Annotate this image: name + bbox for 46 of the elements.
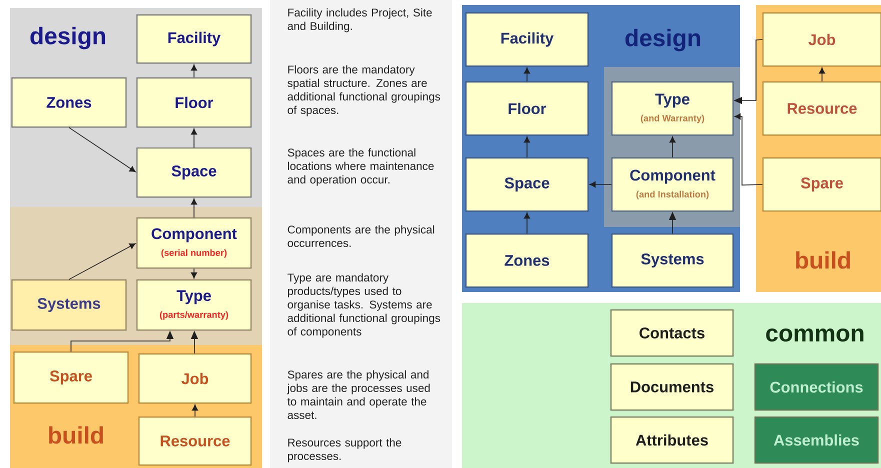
arrow bbox=[734, 113, 763, 186]
description-text: Type are mandatory products/types used to organise tasks. Systems are additional functional groupings of components bbox=[288, 273, 440, 338]
description-text: Resources support the processes. bbox=[288, 438, 402, 462]
arrow bbox=[524, 136, 530, 158]
entity-box: Component (and Installation) bbox=[611, 157, 734, 212]
description-text: Spaces are the functional locations where maintenance and operation occur. bbox=[288, 148, 434, 186]
entity-box: Component (serial number) bbox=[136, 217, 252, 269]
entity-box: Contacts bbox=[610, 309, 734, 357]
arrow bbox=[68, 127, 136, 172]
entity-box: Space bbox=[136, 147, 252, 198]
entity-box: Floor bbox=[465, 81, 589, 136]
entity-box: Job bbox=[762, 12, 881, 67]
entity-box: Floor bbox=[136, 77, 252, 128]
entity-box: Connections bbox=[754, 363, 879, 411]
arrow bbox=[190, 64, 198, 78]
entity-box: Attributes bbox=[610, 416, 734, 464]
arrow bbox=[190, 198, 198, 218]
description-text: Floors are the mandatory spatial structure. Zones are additional functional groupings of spaces. bbox=[288, 65, 440, 116]
arrow bbox=[190, 268, 198, 279]
arrow bbox=[524, 67, 530, 82]
arrow bbox=[669, 136, 676, 158]
entity-box: Resource bbox=[762, 81, 881, 136]
arrow bbox=[818, 67, 826, 82]
description-text: Facility includes Project, Site and Building. bbox=[288, 8, 432, 32]
entity-box: Documents bbox=[610, 363, 734, 411]
entity-box: Systems bbox=[11, 279, 127, 331]
entity-box: Zones bbox=[465, 233, 589, 288]
arrow bbox=[524, 212, 530, 234]
arrow bbox=[590, 181, 612, 188]
description-text: Components are the physical occurrences. bbox=[288, 225, 434, 248]
entity-box: Facility bbox=[136, 14, 252, 64]
arrow bbox=[68, 243, 136, 280]
entity-box: Zones bbox=[11, 77, 127, 128]
entity-box: Assemblies bbox=[754, 416, 879, 464]
entity-box: Type (and Warranty) bbox=[611, 81, 734, 136]
entity-box: Systems bbox=[611, 233, 734, 288]
entity-box: Spare bbox=[13, 351, 129, 404]
entity-box: Resource bbox=[138, 416, 252, 466]
description-text: Spares are the physical and jobs are the processes used to maintain and operate the asset. bbox=[287, 370, 430, 420]
entity-box: Job bbox=[138, 353, 252, 404]
entity-box: Facility bbox=[465, 12, 589, 67]
arrow bbox=[192, 404, 198, 417]
arrow bbox=[190, 128, 198, 148]
entity-box: Spare bbox=[762, 157, 881, 212]
entity-box: Space bbox=[465, 157, 589, 212]
entity-box: Type (parts/warranty) bbox=[136, 279, 252, 331]
